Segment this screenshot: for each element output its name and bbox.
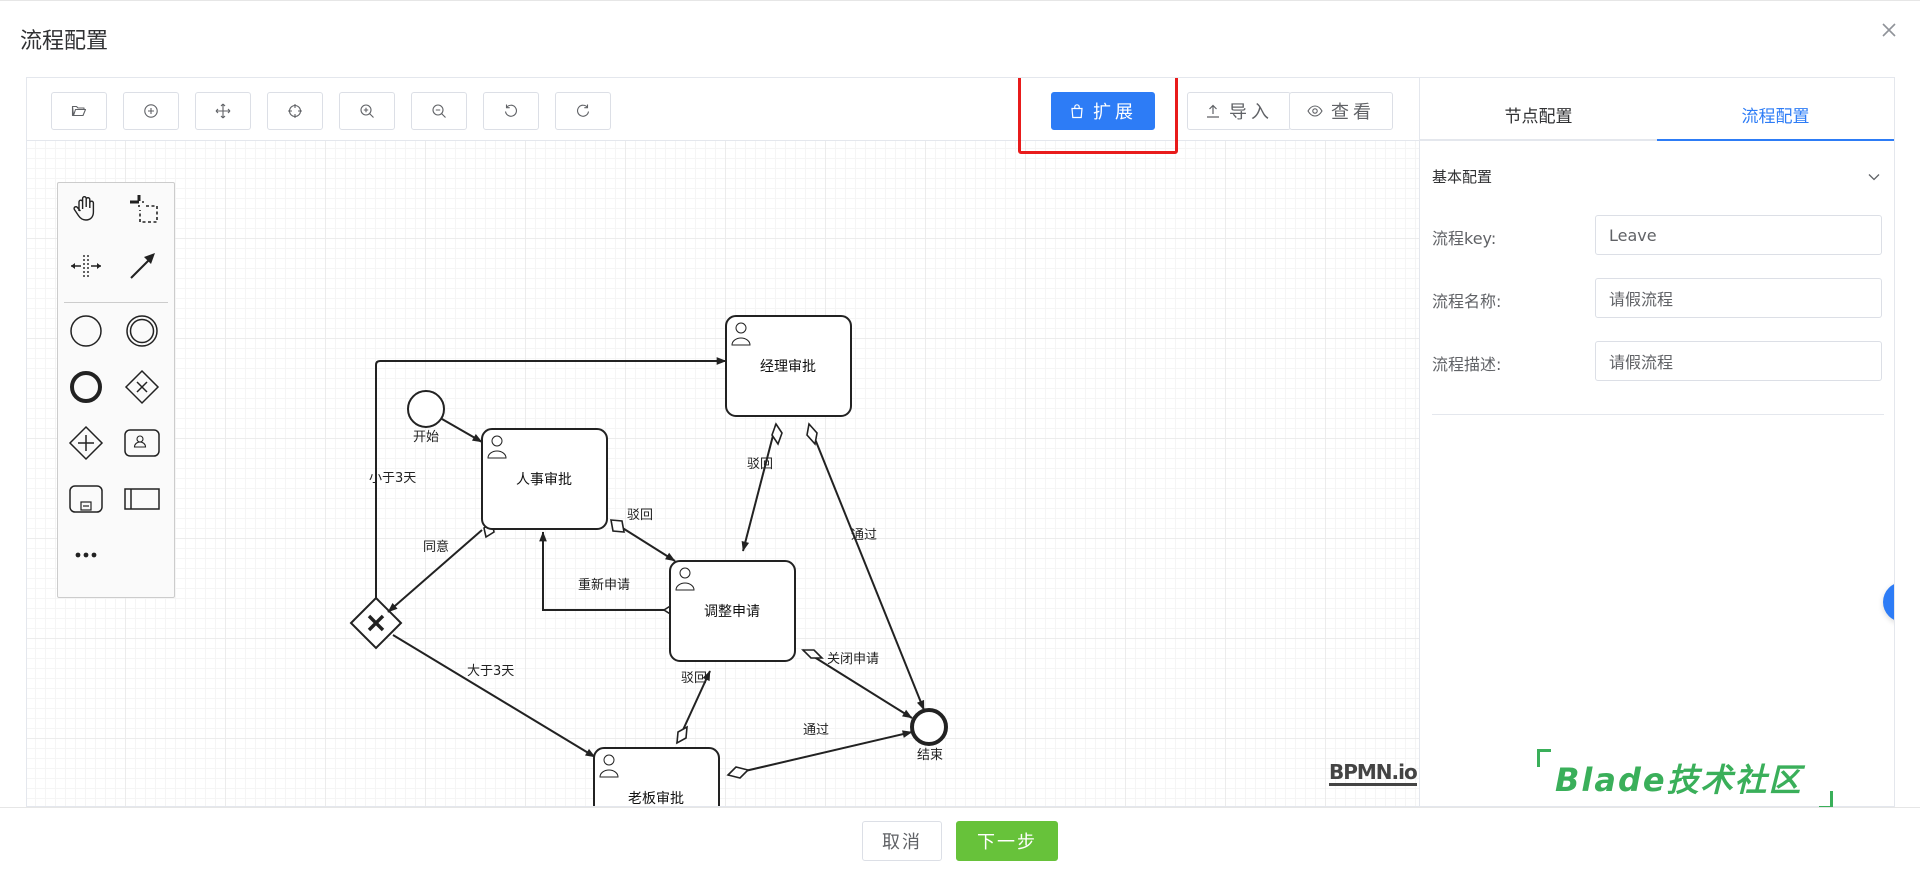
flow-label-resubmit: 重新申请 bbox=[578, 577, 630, 593]
canvas-grid bbox=[27, 141, 1419, 806]
watermark: Blade技术社区 bbox=[1537, 749, 1833, 809]
settings-gear-icon[interactable] bbox=[1883, 582, 1894, 622]
section-basic-config[interactable]: 基本配置 bbox=[1420, 158, 1894, 194]
import-label: 导入 bbox=[1229, 102, 1273, 123]
user-task-icon[interactable] bbox=[122, 423, 162, 463]
end-event-icon[interactable] bbox=[66, 367, 106, 407]
task-boss[interactable] bbox=[593, 747, 720, 807]
start-event[interactable] bbox=[407, 390, 445, 428]
palette-separator bbox=[64, 302, 168, 303]
flow-label-close: 关闭申请 bbox=[827, 652, 879, 667]
task-boss-label: 老板审批 bbox=[628, 791, 684, 807]
task-manager[interactable] bbox=[725, 315, 852, 417]
panel-divider bbox=[1432, 414, 1884, 415]
process-desc-input[interactable] bbox=[1595, 341, 1882, 381]
flow-label-reject-boss: 驳回 bbox=[681, 671, 707, 686]
pool-icon[interactable] bbox=[122, 479, 162, 519]
flow-adjust-hr bbox=[539, 531, 664, 611]
exclusive-gateway-icon[interactable] bbox=[122, 367, 162, 407]
redo-icon[interactable] bbox=[555, 92, 611, 130]
zoom-out-icon[interactable] bbox=[411, 92, 467, 130]
exclusive-gateway[interactable] bbox=[349, 596, 403, 650]
bpmn-designer: 扩展 导入 查看 bbox=[26, 77, 1895, 807]
bpmn-io-logo[interactable]: BPMN.io bbox=[1329, 760, 1418, 786]
designer-toolbar: 扩展 导入 查看 bbox=[27, 78, 1419, 154]
flow-label-agree: 同意 bbox=[423, 539, 449, 555]
flow-start-hr bbox=[441, 418, 483, 443]
task-hr[interactable] bbox=[481, 428, 608, 530]
flow-label-lt3: 小于3天 bbox=[369, 471, 416, 486]
form-row-name: 流程名称: bbox=[1420, 278, 1894, 318]
tab-node-config[interactable]: 节点配置 bbox=[1504, 107, 1573, 127]
task-manager-label: 经理审批 bbox=[760, 359, 816, 375]
flow-boss-end bbox=[727, 730, 913, 776]
flow-manager-adjust bbox=[741, 423, 777, 552]
bpmn-diagram: 人事审批 经理审批 调整申请 老板审批 开始 结束 小于3天 同意 驳回 重新申… bbox=[27, 141, 1419, 807]
process-name-input[interactable] bbox=[1595, 278, 1882, 318]
chevron-down-icon bbox=[1868, 174, 1880, 181]
connect-tool-icon[interactable] bbox=[122, 245, 162, 285]
watermark-text: Blade技术社区 bbox=[1555, 761, 1803, 799]
cancel-button[interactable]: 取消 bbox=[862, 821, 942, 861]
next-step-button[interactable]: 下一步 bbox=[956, 821, 1058, 861]
form-row-key: 流程key: bbox=[1420, 215, 1894, 255]
flow-adjust-end bbox=[802, 649, 913, 719]
lasso-tool-icon[interactable] bbox=[122, 189, 162, 229]
view-label: 查看 bbox=[1331, 102, 1375, 123]
zoom-reset-icon[interactable] bbox=[123, 92, 179, 130]
view-button[interactable]: 查看 bbox=[1289, 92, 1393, 130]
flow-label-gt3: 大于3天 bbox=[467, 664, 514, 679]
flow-label-reject-mgr: 驳回 bbox=[747, 457, 773, 472]
start-event-icon[interactable] bbox=[66, 311, 106, 351]
extend-label: 扩展 bbox=[1093, 102, 1137, 123]
eye-icon bbox=[1307, 105, 1323, 117]
space-tool-icon[interactable] bbox=[66, 245, 106, 285]
task-hr-label: 人事审批 bbox=[516, 472, 572, 488]
process-key-label: 流程key: bbox=[1432, 229, 1497, 248]
flow-label-pass-mgr: 通过 bbox=[851, 528, 877, 543]
undo-icon[interactable] bbox=[483, 92, 539, 130]
panel-tabs: 节点配置 流程配置 bbox=[1420, 78, 1894, 141]
dialog-title: 流程配置 bbox=[20, 29, 109, 54]
process-name-label: 流程名称: bbox=[1432, 292, 1502, 311]
bag-icon bbox=[1071, 104, 1083, 119]
import-button[interactable]: 导入 bbox=[1187, 92, 1291, 130]
move-icon[interactable] bbox=[195, 92, 251, 130]
task-adjust-label: 调整申请 bbox=[704, 604, 760, 620]
parallel-gateway-icon[interactable] bbox=[66, 423, 106, 463]
process-desc-label: 流程描述: bbox=[1432, 355, 1502, 374]
section-title: 基本配置 bbox=[1432, 167, 1493, 186]
start-event-label: 开始 bbox=[413, 430, 439, 445]
process-key-input[interactable] bbox=[1595, 215, 1882, 255]
more-icon[interactable] bbox=[66, 535, 106, 575]
active-tab-indicator bbox=[1657, 139, 1894, 141]
folder-open-icon[interactable] bbox=[51, 92, 107, 130]
fit-view-icon[interactable] bbox=[267, 92, 323, 130]
end-event-label: 结束 bbox=[917, 748, 943, 763]
close-icon[interactable] bbox=[1878, 19, 1900, 41]
flow-label-reject-hr: 驳回 bbox=[627, 508, 653, 523]
watermark-corner bbox=[1537, 749, 1551, 767]
zoom-in-icon[interactable] bbox=[339, 92, 395, 130]
task-adjust[interactable] bbox=[669, 560, 796, 662]
element-palette bbox=[57, 182, 175, 598]
tab-process-config[interactable]: 流程配置 bbox=[1741, 107, 1810, 127]
dialog-footer: 取消 下一步 bbox=[0, 807, 1920, 871]
flow-gateway-boss bbox=[392, 634, 596, 758]
flow-gateway-manager bbox=[375, 357, 727, 598]
form-row-desc: 流程描述: bbox=[1420, 341, 1894, 381]
extend-button[interactable]: 扩展 bbox=[1051, 92, 1155, 130]
properties-panel: 节点配置 流程配置 基本配置 流程key: 流程名称: 流程描述: bbox=[1419, 78, 1894, 806]
upload-icon bbox=[1207, 104, 1219, 118]
flow-hr-gateway bbox=[387, 529, 483, 613]
end-event[interactable] bbox=[910, 708, 948, 746]
hand-tool-icon[interactable] bbox=[66, 189, 106, 229]
flow-label-pass-boss: 通过 bbox=[803, 723, 829, 738]
subprocess-icon[interactable] bbox=[66, 479, 106, 519]
flow-manager-end bbox=[808, 423, 925, 711]
canvas-area: 扩展 导入 查看 bbox=[27, 78, 1419, 807]
intermediate-event-icon[interactable] bbox=[122, 311, 162, 351]
